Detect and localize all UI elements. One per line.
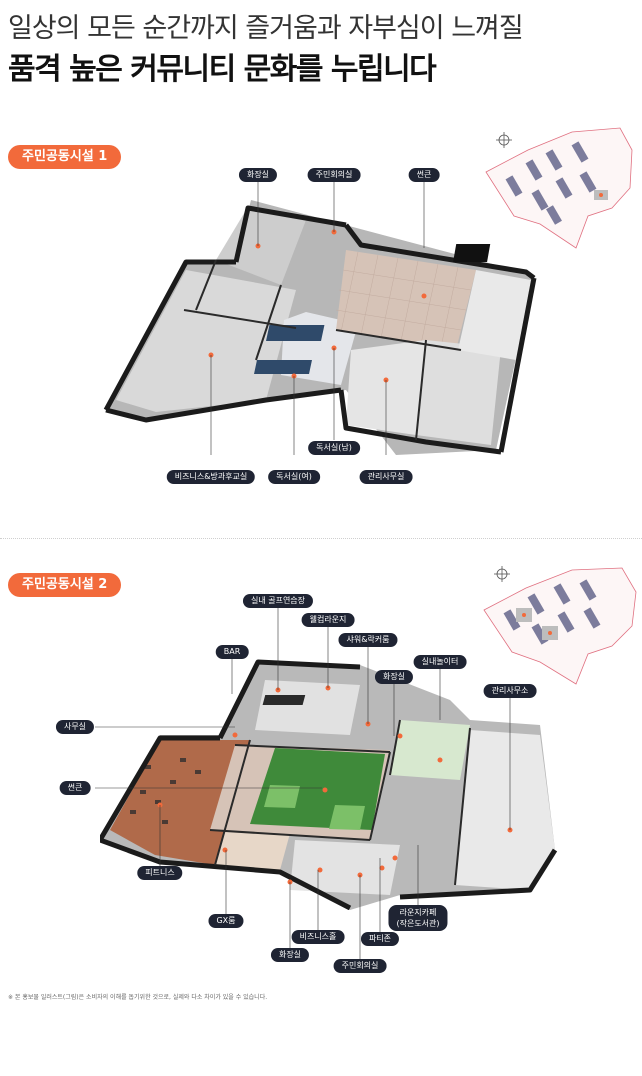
floor-plan-2 <box>100 659 558 910</box>
label-kids-playground: 실내놀이터 <box>413 655 467 669</box>
label-lounge-cafe-line-2: (작은도서관) <box>396 919 440 928</box>
label-meeting-room-2: 주민회의실 <box>333 959 387 973</box>
label-fitness: 피트니스 <box>137 866 183 880</box>
compass-icon <box>496 132 512 148</box>
disclaimer-footnote: ※ 본 홍보물 일러스트(그림)은 소비자의 이해를 돕기위한 것으로, 실제와… <box>8 994 268 1001</box>
label-restroom-2b: 화장실 <box>270 948 310 962</box>
section-2-badge: 주민공동시설 2 <box>8 573 122 597</box>
label-welcome-lounge: 웰컴라운지 <box>301 613 355 627</box>
site-keymap-2 <box>483 566 637 685</box>
label-management-office-2: 관리사무소 <box>483 684 537 698</box>
label-gx-room: GX룸 <box>208 914 244 928</box>
label-shower-locker: 샤워&락커룸 <box>338 633 398 647</box>
floor-plan-1 <box>103 200 537 455</box>
label-restroom-2a: 화장실 <box>374 670 414 684</box>
label-lounge-cafe: 라운지카페 (작은도서관) <box>388 905 448 931</box>
label-workroom: 사무실 <box>55 720 95 734</box>
headline-line-1: 일상의 모든 순간까지 즐거움과 자부심이 느껴질 <box>8 13 524 44</box>
label-lounge-cafe-line-1: 라운지카페 <box>399 908 437 917</box>
section-divider <box>0 538 642 539</box>
label-meeting-room-1: 주민회의실 <box>307 168 361 182</box>
label-management-office-1: 관리사무실 <box>359 470 413 484</box>
section-1-badge: 주민공동시설 1 <box>8 145 122 169</box>
label-business-hall: 비즈니스홀 <box>291 930 345 944</box>
label-indoor-golf: 실내 골프연습장 <box>242 594 314 608</box>
site-keymap-1 <box>485 127 633 249</box>
label-restroom-1: 화장실 <box>238 168 278 182</box>
leader-lines-1-top <box>257 178 425 248</box>
compass-icon <box>494 566 510 582</box>
label-study-room-male: 독서실(남) <box>308 441 360 455</box>
label-study-room-female: 독서실(여) <box>268 470 320 484</box>
headline-line-2: 품격 높은 커뮤니티 문화를 누립니다 <box>8 52 437 87</box>
leader-lines-2 <box>95 606 511 966</box>
label-bar: BAR <box>215 645 249 659</box>
label-sunken-1: 썬큰 <box>408 168 440 182</box>
label-business-classroom: 비즈니스&방과후교실 <box>166 470 256 484</box>
label-party-zone: 파티존 <box>360 932 400 946</box>
label-sunken-2: 썬큰 <box>59 781 91 795</box>
